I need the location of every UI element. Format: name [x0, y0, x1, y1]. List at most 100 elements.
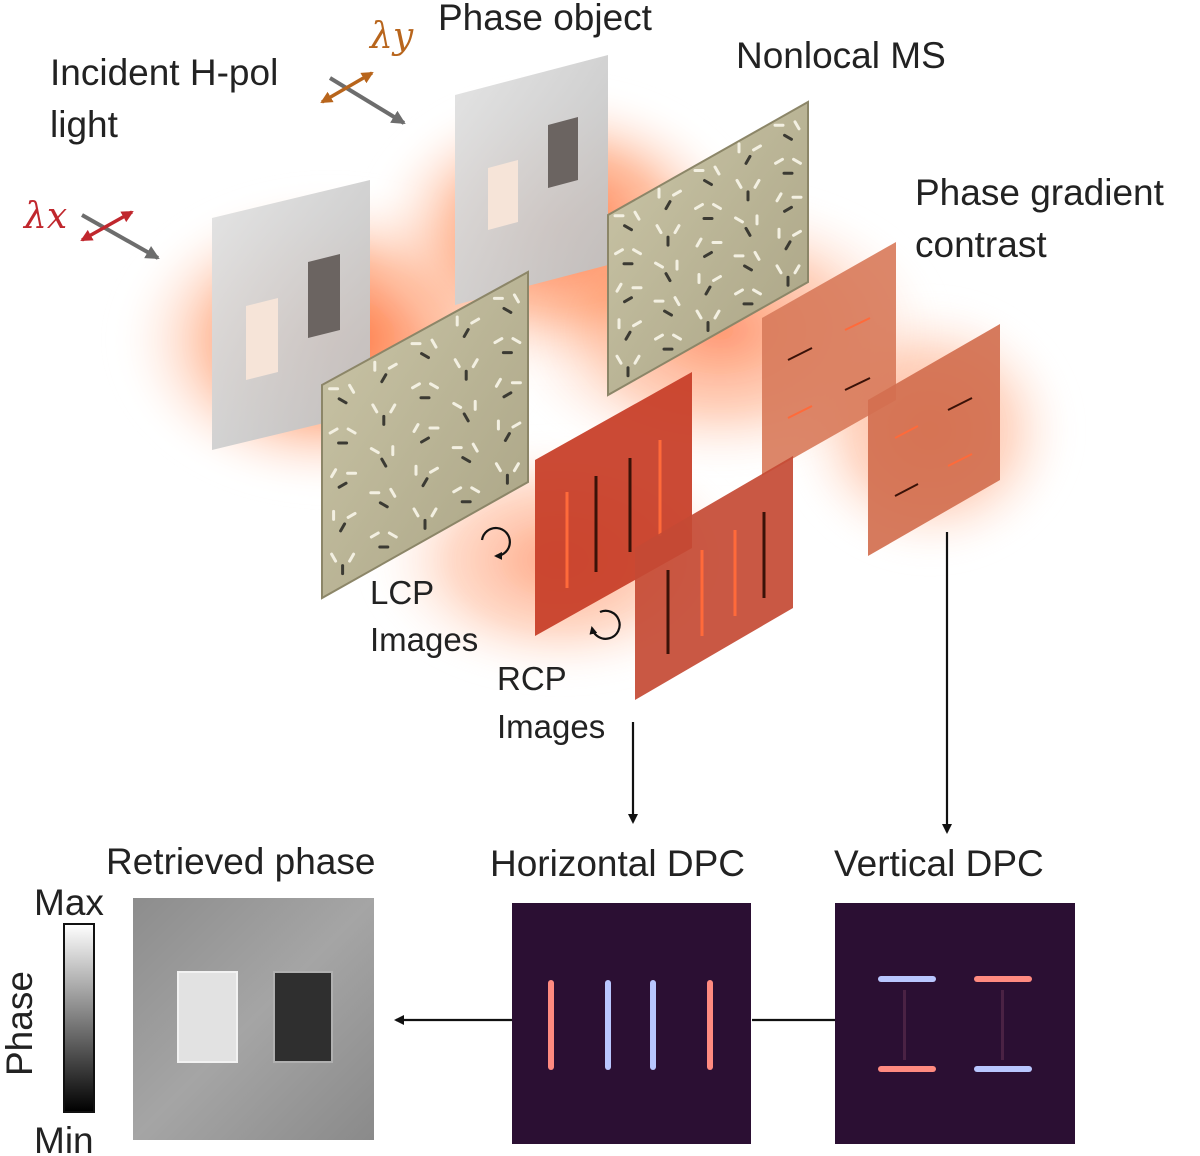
phase-colorbar	[63, 923, 95, 1113]
metasurface-nanostructure	[753, 250, 761, 261]
metasurface-nanostructure	[494, 377, 502, 388]
metasurface-back	[607, 100, 809, 397]
metasurface-nanostructure	[348, 552, 356, 563]
metasurface-nanostructure	[623, 296, 633, 304]
horizontal-dpc-title: Horizontal DPC	[490, 843, 745, 884]
metasurface-front	[321, 270, 529, 600]
metasurface-nanostructure	[420, 436, 430, 444]
metasurface-nanostructure	[783, 205, 793, 213]
metasurface-nanostructure	[420, 352, 430, 360]
metasurface-nanostructure	[502, 391, 513, 399]
phase-object-label: Phase object	[438, 0, 653, 38]
incident-light-label-line2: light	[50, 104, 119, 145]
metasurface-nanostructure	[672, 333, 682, 341]
metasurface-nanostructure	[633, 354, 641, 365]
metasurface-nanostructure	[694, 203, 704, 210]
retrieved-phase-title: Retrieved phase	[106, 841, 375, 882]
metasurface-nanostructure	[462, 328, 470, 338]
metasurface-nanostructure	[369, 531, 380, 539]
colorbar-max-label: Max	[34, 882, 104, 923]
metasurface-nanostructure	[673, 224, 681, 235]
metasurface-nanostructure	[337, 481, 348, 489]
metasurface-nanostructure	[387, 531, 398, 539]
metasurface-nanostructure	[337, 397, 348, 405]
metasurface-nanostructure	[784, 240, 792, 251]
metasurface-nanostructure	[663, 309, 673, 317]
metasurface-nanostructure	[753, 178, 761, 189]
metasurface-nanostructure	[339, 522, 347, 533]
metasurface-nanostructure	[654, 333, 664, 341]
metasurface-nanostructure	[411, 382, 421, 390]
metasurface-nanostructure	[471, 442, 479, 453]
metasurface-nanostructure	[713, 309, 721, 320]
metasurface-nanostructure	[369, 447, 380, 455]
metasurface-nanostructure	[672, 189, 682, 197]
rcp-label-line2: Images	[497, 708, 605, 745]
metasurface-nanostructure	[412, 423, 420, 433]
metasurface-nanostructure	[744, 226, 752, 237]
vertical-dpc-image	[835, 903, 1075, 1144]
lcp-label-line1: LCP	[370, 574, 434, 611]
metasurface-nanostructure	[744, 154, 752, 165]
metasurface-nanostructure	[470, 486, 481, 494]
vertical-dpc-title: Vertical DPC	[834, 843, 1044, 884]
metasurface-nanostructure	[389, 403, 397, 414]
metasurface-nanostructure	[775, 264, 783, 275]
metasurface-nanostructure	[712, 203, 722, 210]
metasurface-nanostructure	[330, 552, 338, 563]
lambda-y-label: λy	[368, 16, 414, 57]
rcp-rotation-icon	[589, 609, 621, 640]
phase-gradient-label-line2: contrast	[915, 224, 1047, 265]
metasurface-nanostructure	[735, 178, 743, 189]
rcp-image-plate	[635, 456, 793, 700]
metasurface-nanostructure	[452, 486, 463, 494]
metasurface-nanostructure	[792, 229, 802, 237]
metasurface-nanostructure	[346, 427, 357, 435]
metasurface-nanostructure	[734, 288, 744, 296]
metasurface-nanostructure	[703, 179, 713, 186]
metasurface-nanostructure	[502, 306, 513, 314]
metasurface-nanostructure	[695, 237, 703, 248]
metasurface-nanostructure	[614, 248, 624, 256]
metasurface-nanostructure	[380, 457, 388, 468]
metasurface-nanostructure	[389, 487, 397, 498]
metasurface-nanostructure	[632, 248, 642, 256]
metasurface-nanostructure	[330, 468, 338, 479]
phase-gradient-plate-front	[868, 324, 1000, 556]
metasurface-nanostructure	[664, 200, 672, 211]
metasurface-nanostructure	[430, 507, 438, 518]
metasurface-nanostructure	[512, 293, 520, 304]
phase-gradient-plate-back	[762, 242, 896, 476]
metasurface-nanostructure	[673, 296, 681, 307]
metasurface-nanostructure	[378, 501, 389, 509]
metasurface-nanostructure	[775, 192, 783, 203]
metasurface-nanostructure	[512, 462, 520, 473]
metasurface-nanostructure	[511, 421, 522, 429]
metasurface-nanostructure	[664, 272, 672, 283]
metasurface-nanostructure	[792, 157, 802, 165]
metasurface-nanostructure	[380, 373, 388, 384]
rcp-label-line1: RCP	[497, 660, 567, 697]
metasurface-nanostructure	[654, 261, 664, 269]
phase-object-plate-back	[455, 55, 608, 305]
metasurface-nanostructure	[632, 320, 642, 328]
lcp-rotation-icon	[480, 526, 511, 560]
metasurface-nanostructure	[471, 358, 479, 369]
metasurface-nanostructure	[429, 382, 439, 390]
metasurface-nanostructure	[695, 309, 703, 320]
metasurface-nanostructure	[387, 362, 398, 370]
metasurface-nanostructure	[462, 412, 470, 423]
incident-light-label-line1: Incident H-pol	[50, 52, 278, 93]
metasurface-nanostructure	[655, 224, 663, 235]
metasurface-nanostructure	[429, 466, 439, 474]
metasurface-nanostructure	[774, 157, 784, 165]
metasurface-nanostructure	[453, 358, 461, 369]
metasurface-nanostructure	[793, 120, 801, 131]
incident-arrow-y	[320, 71, 406, 125]
metasurface-nanostructure	[421, 477, 429, 488]
metasurface-nanostructure	[493, 337, 504, 345]
metasurface-nanostructure	[412, 507, 420, 518]
metasurface-nanostructure	[734, 216, 744, 224]
horizontal-dpc-image	[512, 903, 751, 1144]
